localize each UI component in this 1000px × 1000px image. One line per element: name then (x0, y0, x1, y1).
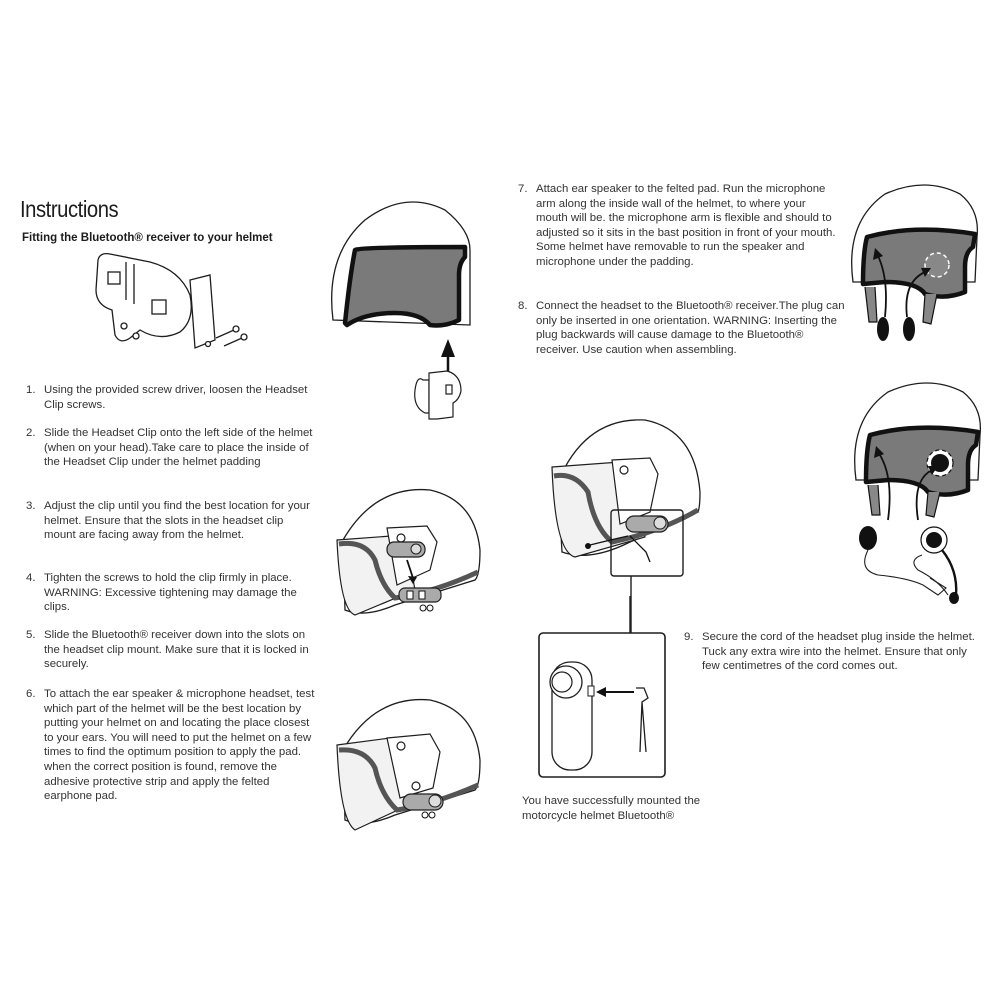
step-number: 2. (26, 427, 36, 439)
arrow-icon (877, 451, 891, 521)
headset-clip-icon (414, 370, 462, 420)
step-text: Tighten the screws to hold the clip firm… (44, 572, 297, 614)
ear-speaker-icon (859, 526, 877, 550)
arrow-down-icon (406, 559, 414, 579)
step-text: Adjust the clip until you find the best … (44, 500, 310, 542)
step-text: Secure the cord of the headset plug insi… (702, 631, 975, 673)
step-number: 8. (518, 300, 528, 312)
step-number: 9. (684, 631, 694, 643)
helmet-plug-detail-illustration (551, 419, 701, 634)
detail-box (610, 509, 684, 577)
step-4: 4. Tighten the screws to hold the clip f… (26, 571, 316, 615)
helmet-interior-illustration (331, 201, 471, 420)
step-text: Slide the Bluetooth® receiver down into … (44, 629, 309, 671)
ear-speaker-icon (926, 532, 942, 548)
step-number: 5. (26, 629, 36, 641)
headset-placement-illustration (854, 382, 982, 604)
headset-clip-illustration (95, 252, 248, 349)
helmet-receiver-mounted-illustration (336, 698, 481, 831)
ear-speaker-icon (903, 317, 915, 341)
step-9: 9. Secure the cord of the headset plug i… (684, 630, 984, 674)
step-5: 5. Slide the Bluetooth® receiver down in… (26, 628, 316, 672)
step-number: 1. (26, 384, 36, 396)
microphone-icon (949, 592, 959, 604)
step-text: To attach the ear speaker & microphone h… (44, 688, 315, 803)
page-title: Instructions (20, 196, 119, 222)
step-text: Connect the headset to the Bluetooth® re… (536, 300, 845, 356)
ear-speaker-icon (877, 317, 889, 341)
helmet-receiver-slide-illustration (336, 488, 481, 616)
arrow-icon (915, 469, 933, 521)
arrow-icon (876, 253, 887, 318)
step-number: 4. (26, 572, 36, 584)
step-text: Using the provided screw driver, loosen … (44, 384, 308, 411)
step-1: 1. Using the provided screw driver, loos… (26, 383, 316, 412)
step-text: Slide the Headset Clip onto the left sid… (44, 427, 313, 469)
step-text: Attach ear speaker to the felted pad. Ru… (536, 183, 836, 268)
step-7: 7. Attach ear speaker to the felted pad.… (518, 182, 840, 270)
ear-pad-placement-illustration (851, 184, 979, 341)
step-8: 8. Connect the headset to the Bluetooth®… (518, 299, 848, 357)
plug-icon (636, 687, 649, 753)
arrow-up-icon (441, 339, 455, 357)
step-number: 3. (26, 500, 36, 512)
step-2: 2. Slide the Headset Clip onto the left … (26, 426, 316, 470)
plug-insertion-inset (538, 596, 666, 778)
step-number: 6. (26, 688, 36, 700)
step-3: 3. Adjust the clip until you find the be… (26, 499, 316, 543)
screw-icon (215, 325, 248, 347)
microphone-arm (941, 549, 958, 596)
step-number: 7. (518, 183, 528, 195)
closing-note: You have successfully mounted the motorc… (522, 795, 701, 822)
section-subtitle: Fitting the Bluetooth® receiver to your … (22, 232, 273, 244)
arrow-icon (905, 271, 926, 318)
step-6: 6. To attach the ear speaker & microphon… (26, 687, 320, 804)
